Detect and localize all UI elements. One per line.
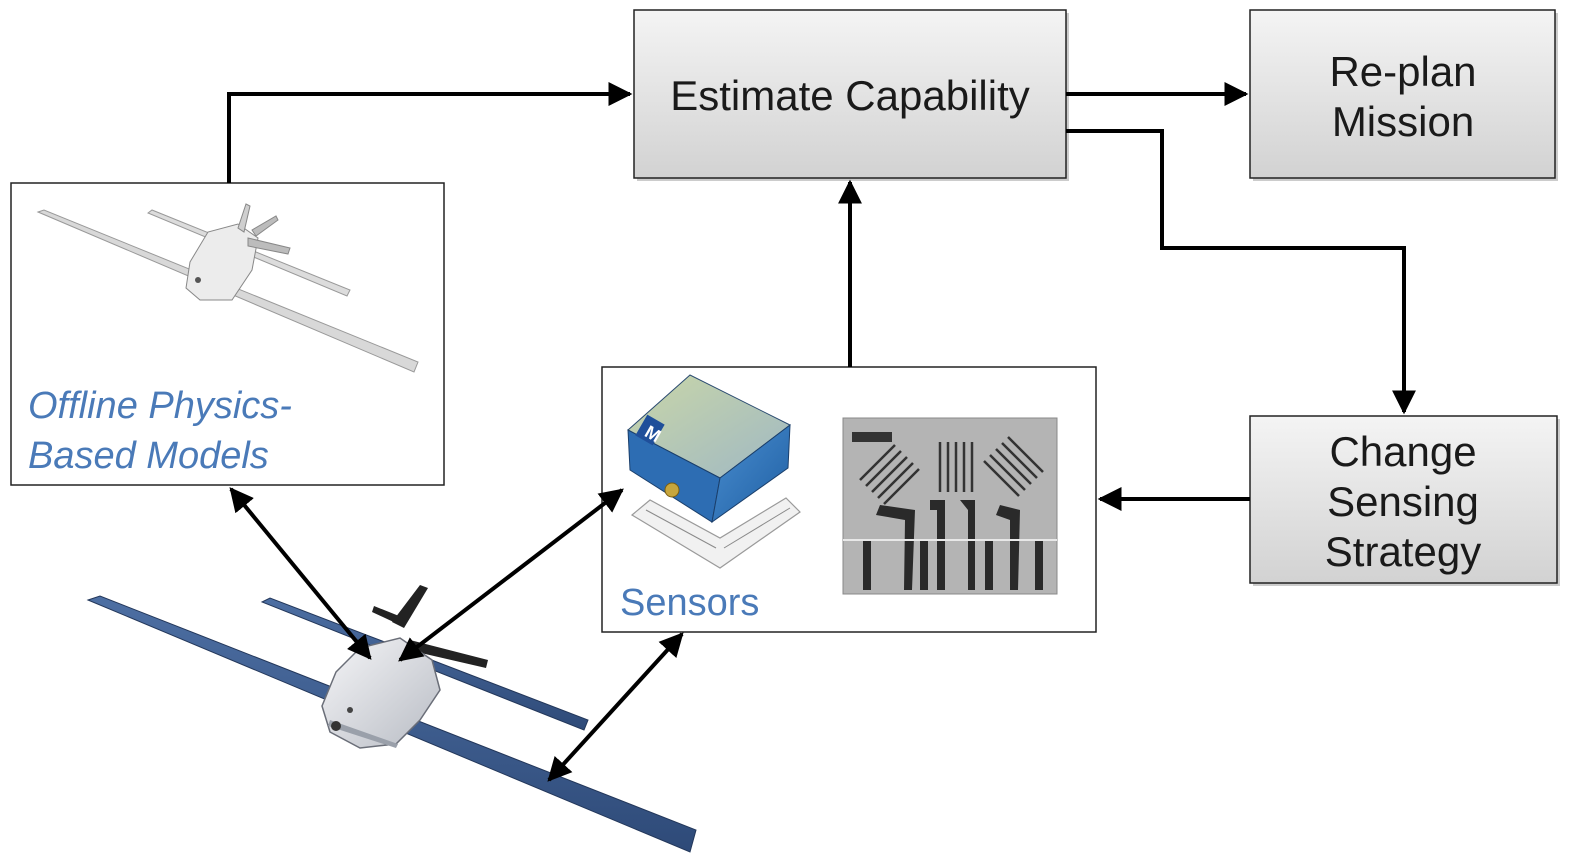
connectors xyxy=(227,82,1416,782)
arrow-models-to-estimate xyxy=(227,82,633,183)
replan-mission-line2: Mission xyxy=(1332,98,1474,145)
arrow-wing-sensors xyxy=(547,632,684,782)
sensors-panel: M xyxy=(601,366,1097,633)
change-sensing-line1: Change xyxy=(1329,428,1476,475)
estimate-capability-label: Estimate Capability xyxy=(670,72,1029,119)
arrow-estimate-to-change xyxy=(1066,129,1416,415)
arrow-uav-sensors xyxy=(398,488,624,662)
models-caption-line1: Offline Physics- xyxy=(28,385,292,427)
replan-mission-box: Re-plan Mission xyxy=(1249,9,1558,181)
uav-model-image xyxy=(36,203,419,373)
change-sensing-line3: Strategy xyxy=(1325,528,1481,575)
estimate-capability-box: Estimate Capability xyxy=(633,9,1069,181)
offline-models-panel: Offline Physics- Based Models xyxy=(10,182,445,486)
sensors-caption: Sensors xyxy=(620,582,759,624)
strain-gauge-image xyxy=(842,417,1058,595)
ruler-image xyxy=(630,497,801,569)
models-caption-line2: Based Models xyxy=(28,435,269,477)
replan-mission-line1: Re-plan xyxy=(1329,48,1476,95)
imu-sensor-image: M xyxy=(627,374,791,524)
change-sensing-line2: Sensing xyxy=(1327,478,1479,525)
change-sensing-strategy-box: Change Sensing Strategy xyxy=(1249,415,1560,586)
arrow-uav-models xyxy=(229,487,372,660)
